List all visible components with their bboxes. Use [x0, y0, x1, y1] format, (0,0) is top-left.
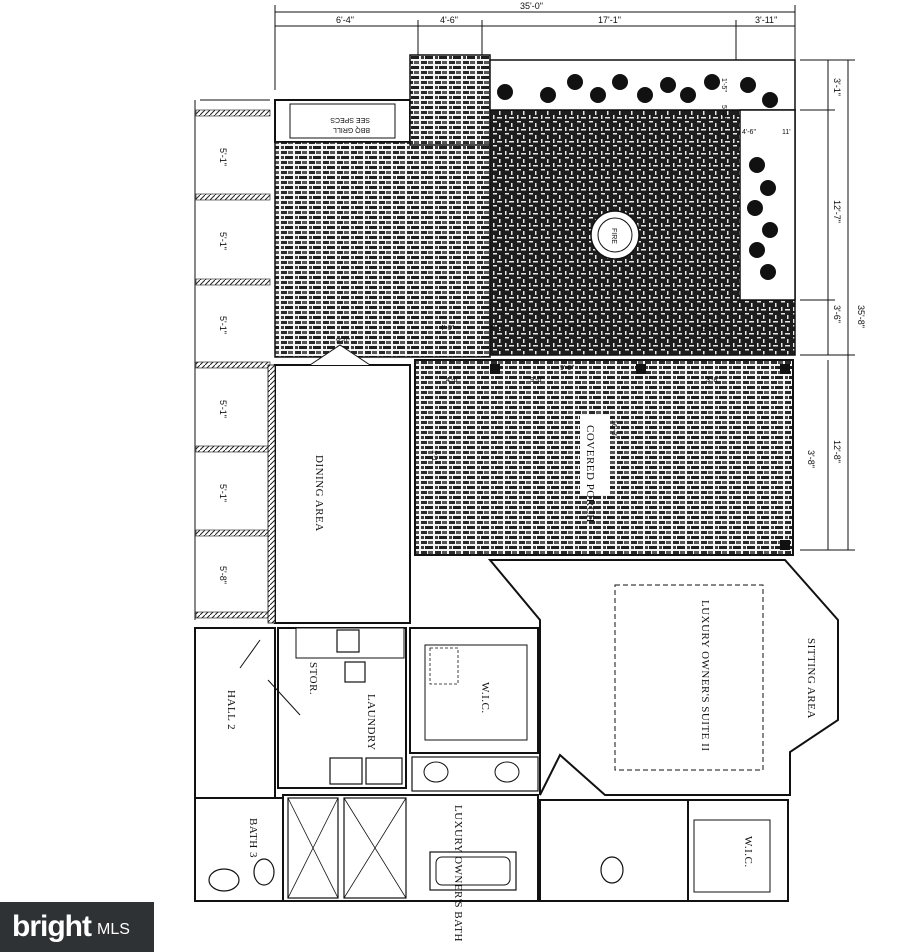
vanity-sink-2 [494, 761, 520, 783]
dim-top-seg-2: 4'-6" [440, 15, 458, 25]
fire-pit-label: FIRE [610, 228, 617, 244]
hall-2-label: HALL 2 [225, 690, 237, 730]
watermark-brand: bright [12, 910, 92, 943]
dim-mid-14: 1'-1" [430, 450, 437, 464]
patio-left [274, 141, 491, 358]
walkway [409, 54, 491, 146]
dim-right-upper-3: 12'-7" [832, 200, 842, 223]
sitting-area-label: SITTING AREA [805, 638, 817, 719]
dining-area [274, 364, 411, 624]
watermark-suffix: MLS [96, 921, 130, 938]
dim-left-2: 5'-1" [218, 232, 228, 250]
dim-left-1: 5'-1" [218, 148, 228, 166]
dim-top-seg-4: 3'-11" [755, 15, 777, 25]
dim-left-4: 5'-1" [218, 400, 228, 418]
dim-mid-15: 16'-3" [610, 420, 617, 438]
shrubs [497, 74, 778, 280]
dim-right-lower-1: 3'-8" [806, 450, 816, 468]
dim-mid-1: 9'-0" [336, 338, 350, 345]
left-window-wall [194, 99, 271, 620]
dim-right-lower-2: 12'-8" [832, 440, 842, 463]
wic-left-label: W.I.C. [479, 682, 491, 714]
covered-porch-label-box [580, 415, 610, 495]
wc-toilet [600, 856, 624, 884]
dim-right-upper-2: 3'-6" [832, 305, 842, 323]
dim-mid-10: 9'-9" [560, 365, 574, 372]
dim-top-seg-1: 6'-4" [336, 15, 354, 25]
dim-mid-4: 7'-3" [560, 325, 574, 332]
dim-top-total: 35'-0" [520, 1, 543, 11]
grill-label-2: BBQ GRILL [333, 126, 370, 133]
dim-left-6: 5'-8" [218, 566, 228, 584]
dim-mid-8: 3'-8" [706, 377, 720, 384]
dim-left-5: 5'-1" [218, 484, 228, 502]
vanity-sink-1 [423, 761, 449, 783]
grill-label-1: SEE SPECS [330, 116, 370, 123]
porch-columns [490, 364, 790, 550]
brightmls-watermark: bright MLS [0, 902, 154, 952]
wic-right-label: W.I.C. [742, 836, 754, 868]
dim-mid-13: 5'-4" [720, 105, 727, 119]
dim-mid-11: 11' [782, 129, 791, 136]
bath-3-toilet [253, 858, 275, 886]
dim-mid-3: 8'-0" [490, 325, 504, 332]
wic-right-room [687, 799, 789, 902]
right-dimension-lines [800, 59, 855, 551]
dim-right-upper-1: 3'-1" [832, 78, 842, 96]
dim-mid-6: 4'-6" [446, 377, 460, 384]
bath-3-sink [208, 868, 240, 892]
owners-bath-label: LUXURY OWNER'S BATH [452, 805, 464, 942]
wic-left-room [409, 627, 539, 754]
water-closet [539, 799, 689, 902]
dim-left-3: 5'-1" [218, 316, 228, 334]
suite-outline [487, 559, 839, 796]
covered-porch-label: COVERED PORCH [584, 425, 596, 523]
storage-label: STOR. [307, 662, 319, 695]
dim-mid-9: 4'-6" [742, 129, 756, 136]
dim-mid-5: 11'-3" [700, 325, 718, 332]
hall-2 [194, 627, 276, 799]
dim-top-seg-3: 17'-1" [598, 15, 621, 25]
bath-3-label: BATH 3 [247, 818, 259, 858]
dim-right-total: 35'-8" [856, 305, 866, 328]
dim-mid-12: 1'-5" [720, 78, 727, 92]
bath-3 [194, 797, 284, 902]
dim-mid-2: 4'-6" [440, 325, 454, 332]
dim-mid-7: 9'-0" [530, 377, 544, 384]
top-dimension-line [274, 5, 796, 90]
suite-label: LUXURY OWNER'S SUITE II [699, 600, 711, 751]
laundry-label: LAUNDRY [365, 694, 377, 751]
dining-area-label: DINING AREA [313, 455, 325, 532]
suite-rug [614, 584, 764, 771]
